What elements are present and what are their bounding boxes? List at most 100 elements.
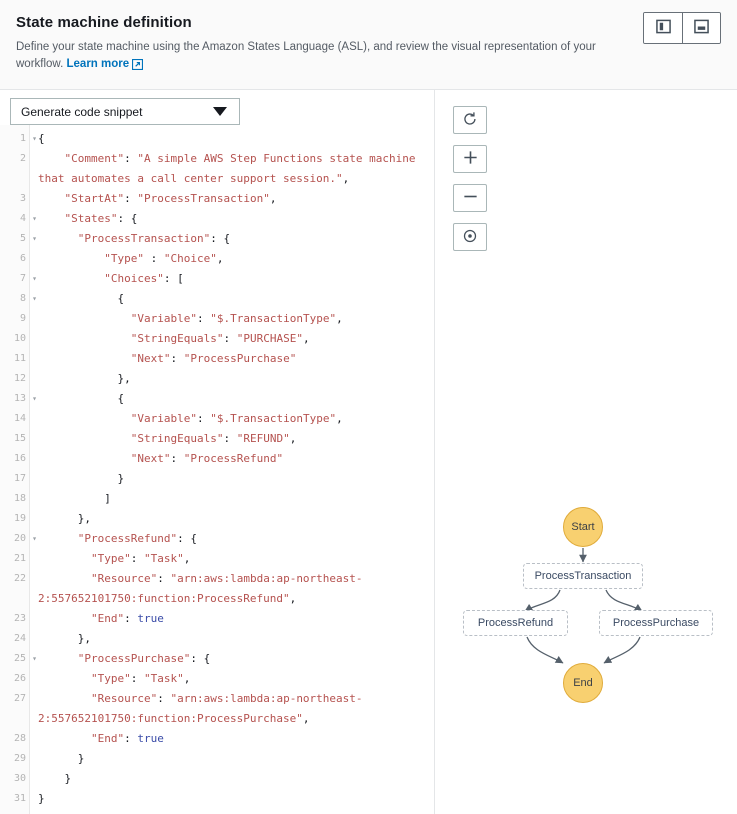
code-line: ] xyxy=(104,492,111,505)
code-line: "Resource": "arn:aws:lambda:ap-northeast… xyxy=(38,572,363,605)
code-line: }, xyxy=(77,632,91,645)
code-line: } xyxy=(64,772,72,785)
plus-icon xyxy=(462,149,479,169)
code-line: "End": true xyxy=(91,612,164,625)
fold-toggle-icon[interactable]: ▾ xyxy=(32,274,37,283)
graph-node-process-refund-label: ProcessRefund xyxy=(477,617,554,629)
layout-toggle-group[interactable] xyxy=(643,12,721,44)
code-line: "End": true xyxy=(91,732,164,745)
line-number: 28 xyxy=(13,733,26,744)
line-number: 24 xyxy=(13,633,26,644)
code-line: "ProcessRefund": { xyxy=(77,532,197,545)
generate-code-snippet-dropdown[interactable]: Generate code snippet xyxy=(10,98,240,125)
chevron-down-icon xyxy=(213,107,227,116)
code-line: } xyxy=(38,792,45,805)
page-header: State machine definition Define your sta… xyxy=(0,0,737,90)
split-vertical-icon xyxy=(655,19,671,37)
learn-more-link[interactable]: Learn more xyxy=(66,58,144,71)
code-line: "Type": "Task", xyxy=(91,672,191,685)
code-line: "Resource": "arn:aws:lambda:ap-northeast… xyxy=(38,692,363,725)
line-number: 9 xyxy=(19,313,26,324)
code-line: "Next": "ProcessRefund" xyxy=(130,452,284,465)
line-number: 7▾ xyxy=(0,269,37,289)
line-number: 5▾ xyxy=(0,229,37,249)
split-vertical-button[interactable] xyxy=(644,13,682,43)
line-number: 19 xyxy=(13,513,26,524)
code-line: "Variable": "$.TransactionType", xyxy=(130,312,343,325)
graph-node-process-purchase-label: ProcessPurchase xyxy=(612,617,700,629)
line-number: 23 xyxy=(13,613,26,624)
line-number: 26 xyxy=(13,673,26,684)
graph-node-end-label: End xyxy=(573,677,593,689)
edge-processtransaction-processpurchase xyxy=(605,589,643,612)
code-line: "StartAt": "ProcessTransaction", xyxy=(64,192,277,205)
line-number: 10 xyxy=(13,333,26,344)
code-line: { xyxy=(117,292,125,305)
code-line: "StringEquals": "REFUND", xyxy=(130,432,297,445)
graph-node-process-transaction-label: ProcessTransaction xyxy=(534,570,632,582)
code-line: } xyxy=(77,752,85,765)
page-description-text: Define your state machine using the Amaz… xyxy=(16,41,596,70)
fold-toggle-icon[interactable]: ▾ xyxy=(32,234,37,243)
code-line: "ProcessPurchase": { xyxy=(77,652,211,665)
line-number: 16 xyxy=(13,453,26,464)
graph-node-start[interactable]: Start xyxy=(563,507,603,547)
learn-more-label: Learn more xyxy=(66,58,130,70)
code-line: "StringEquals": "PURCHASE", xyxy=(130,332,310,345)
line-number: 1▾ xyxy=(0,129,37,149)
graph-node-process-purchase[interactable]: ProcessPurchase xyxy=(599,610,713,636)
code-line: { xyxy=(117,392,125,405)
split-horizontal-button[interactable] xyxy=(682,13,720,43)
line-number: 21 xyxy=(13,553,26,564)
code-line: }, xyxy=(117,372,131,385)
line-number: 27 xyxy=(13,693,26,704)
workflow-graph-pane: Start ProcessTransaction ProcessRefund P… xyxy=(435,90,737,814)
code-line: { xyxy=(38,132,45,145)
fold-toggle-icon[interactable]: ▾ xyxy=(32,534,37,543)
line-number: 12 xyxy=(13,373,26,384)
line-number: 17 xyxy=(13,473,26,484)
edge-processrefund-end xyxy=(526,636,564,664)
line-number: 6 xyxy=(19,253,26,264)
graph-canvas[interactable]: Start ProcessTransaction ProcessRefund P… xyxy=(435,90,737,814)
fold-toggle-icon[interactable]: ▾ xyxy=(32,294,37,303)
split-horizontal-icon xyxy=(694,19,709,37)
zoom-out-button[interactable] xyxy=(453,184,487,212)
fold-toggle-icon[interactable]: ▾ xyxy=(32,654,37,663)
code-content[interactable]: { "Comment": "A simple AWS Step Function… xyxy=(30,125,434,814)
graph-node-process-refund[interactable]: ProcessRefund xyxy=(463,610,568,636)
graph-node-end[interactable]: End xyxy=(563,663,603,703)
edge-processtransaction-processrefund xyxy=(524,589,561,612)
code-line: }, xyxy=(77,512,91,525)
line-number: 13▾ xyxy=(0,389,37,409)
graph-edges xyxy=(524,548,643,664)
edge-processpurchase-end xyxy=(603,636,641,664)
code-line: "Type" : "Choice", xyxy=(104,252,224,265)
code-line: "Comment": "A simple AWS Step Functions … xyxy=(38,152,423,185)
zoom-in-button[interactable] xyxy=(453,145,487,173)
code-line: "ProcessTransaction": { xyxy=(77,232,231,245)
line-number: 20▾ xyxy=(0,529,37,549)
center-button[interactable] xyxy=(453,223,487,251)
page-description: Define your state machine using the Amaz… xyxy=(16,39,616,76)
line-number: 22 xyxy=(13,573,26,584)
external-link-icon xyxy=(131,58,144,76)
line-number: 15 xyxy=(13,433,26,444)
code-line: "Choices": [ xyxy=(104,272,184,285)
fold-toggle-icon[interactable]: ▾ xyxy=(32,134,37,143)
refresh-button[interactable] xyxy=(453,106,487,134)
graph-node-process-transaction[interactable]: ProcessTransaction xyxy=(523,563,643,589)
code-line: "Type": "Task", xyxy=(91,552,191,565)
snippet-dropdown-label: Generate code snippet xyxy=(21,104,143,119)
line-number: 3 xyxy=(19,193,26,204)
code-line: "Next": "ProcessPurchase" xyxy=(130,352,297,365)
line-number: 2 xyxy=(19,153,26,164)
target-icon xyxy=(462,228,478,247)
fold-toggle-icon[interactable]: ▾ xyxy=(32,214,37,223)
page-title: State machine definition xyxy=(16,14,192,31)
fold-toggle-icon[interactable]: ▾ xyxy=(32,394,37,403)
